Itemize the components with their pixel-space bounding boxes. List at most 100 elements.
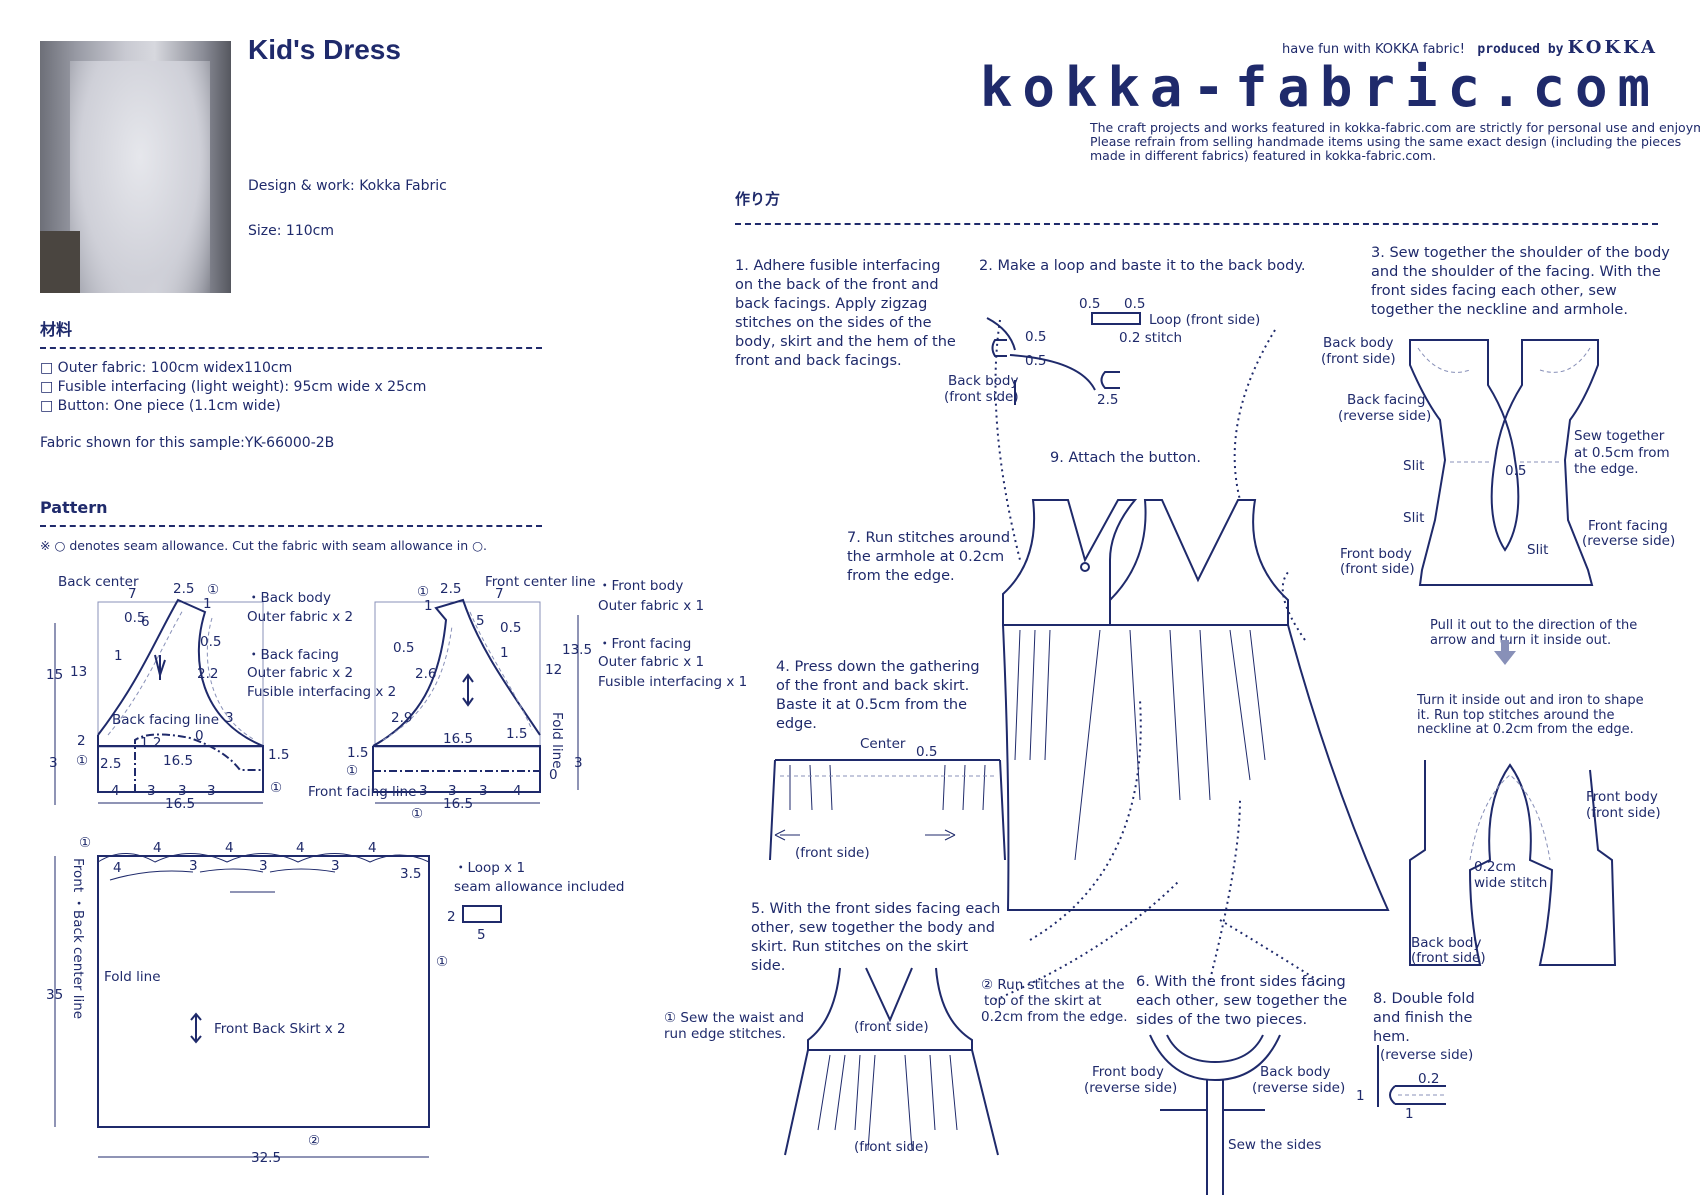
diagram-label: top of the skirt at: [984, 993, 1101, 1009]
diagram-label: Back body: [1323, 335, 1393, 351]
diagram-label: (front side): [854, 1139, 929, 1155]
diagram-label: 16.5: [443, 796, 473, 812]
diagram-label: (front side): [1321, 351, 1396, 367]
diagram-label: 12: [545, 662, 562, 678]
diagram-label: Loop (front side): [1149, 312, 1260, 328]
diagram-label: 3: [189, 858, 198, 874]
diagram-label: Fusible interfacing x 1: [598, 674, 747, 690]
diagram-label: 13: [70, 664, 87, 680]
diagram-label: 3: [331, 858, 340, 874]
diagram-label: 35: [46, 987, 63, 1003]
diagram-label: ①: [207, 582, 219, 598]
diagram-stroke: [97, 598, 264, 747]
diagram-label: (reverse side): [1252, 1080, 1345, 1096]
down-arrow-stem: [1501, 640, 1509, 652]
diagram-label: 0.2: [1418, 1071, 1439, 1087]
diagram-label: (front side): [1340, 561, 1415, 577]
diagram-label: 3.5: [400, 866, 421, 882]
diagram-label: 0.5: [1505, 463, 1526, 479]
diagram-stroke: [1100, 371, 1120, 389]
diagram-label: Back body: [1411, 935, 1481, 951]
diagram-label: ①: [270, 780, 282, 796]
fabric-sample: Fabric shown for this sample:YK-66000-2B: [40, 435, 335, 451]
diagram-label: Back body: [948, 373, 1018, 389]
diagram-label: 2: [77, 733, 86, 749]
diagram-label: 1.5: [268, 747, 289, 763]
diagram-label: Fold line: [104, 969, 161, 985]
materials-heading: 材料: [40, 320, 73, 339]
diagram-label: 2.9: [391, 710, 412, 726]
diagram-label: ①: [76, 753, 88, 769]
howto-heading: 作り方: [735, 190, 781, 208]
diagram-label: Slit: [1527, 542, 1548, 558]
step-5: 5. With the front sides facing each othe…: [751, 901, 1001, 974]
diagram-label: (front side): [795, 845, 870, 861]
diagram-label: 2.5: [440, 581, 461, 597]
diagram-label: 7: [128, 586, 137, 602]
diagram-label: 1: [1405, 1106, 1414, 1122]
diagram-label: 4: [153, 840, 162, 856]
diagram-label: ①: [79, 835, 91, 851]
diagram-label: (reverse side): [1582, 533, 1675, 549]
diagram-label: Fusible interfacing x 2: [247, 684, 396, 700]
diagram-label: 4: [368, 840, 377, 856]
diagram-label: 0.2 stitch: [1119, 330, 1182, 346]
diagram-stroke: [1160, 1080, 1265, 1195]
diagram-label: 1.5: [347, 745, 368, 761]
step8-diagram: (reverse side) 0.2 1 1: [1356, 1045, 1473, 1122]
diagram-stroke: [97, 853, 430, 863]
diagram-label: 2.5: [173, 581, 194, 597]
diagram-label: (front side): [1411, 950, 1486, 966]
diagram-stroke: [462, 905, 502, 923]
diagram-stroke: [1409, 760, 1617, 966]
diagram-label: Front facing: [1588, 518, 1668, 534]
diagram-label: 1: [203, 596, 212, 612]
diagram-label: Front Back Skirt x 2: [214, 1021, 346, 1037]
diagram-stroke: [1409, 339, 1599, 586]
step5-diagram: ① Sew the waist and run edge stitches. (…: [664, 967, 1128, 1156]
diagram-stroke: [382, 611, 533, 741]
material-item: □ Outer fabric: 100cm widex110cm: [40, 360, 293, 376]
diagram-stroke: [994, 319, 1326, 1001]
diagram-label: seam allowance included: [454, 879, 624, 895]
step-2: 2. Make a loop and baste it to the back …: [979, 258, 1306, 274]
diagram-label: Front body: [1092, 1064, 1164, 1080]
diagram-stroke: [1377, 1045, 1446, 1107]
diagram-label: 1: [114, 648, 123, 664]
diagram-stroke: [789, 764, 986, 811]
front-labels: ① 2.5 Front center line 7 1 5 0.5 1 0.5 …: [308, 574, 596, 822]
step6-diagram: Front body (reverse side) Back body (rev…: [1084, 1034, 1345, 1195]
diagram-label: 1.2: [140, 735, 161, 751]
diagram-label: Back body: [1260, 1064, 1330, 1080]
diagram-label: 0.5: [393, 640, 414, 656]
diagram-label: ①: [436, 954, 448, 970]
diagram-label: ・Back facing: [247, 647, 339, 663]
turn-inside-note: Turn it inside out and iron to shape it.…: [1417, 693, 1644, 737]
step-1: 1. Adhere fusible interfacing on the bac…: [735, 258, 956, 369]
diagram-label: ・Back body: [247, 590, 331, 606]
divider: [40, 347, 542, 349]
diagram-label: 2.5: [1097, 392, 1118, 408]
material-item: □ Button: One piece (1.1cm wide): [40, 398, 281, 414]
seam-note: ※ ○ denotes seam allowance. Cut the fabr…: [40, 538, 487, 553]
diagram-label: 3: [207, 783, 216, 799]
diagram-label: 3: [448, 783, 457, 799]
step-6: 6. With the front sides facing each othe…: [1136, 974, 1348, 1028]
step4-diagram: Center 0.5 (front side): [769, 736, 1006, 861]
diagram-label: 0.5: [200, 634, 221, 650]
diagram-stroke: [154, 654, 166, 680]
diagram-label: Fold line: [549, 712, 565, 769]
diagram-label: Sew the sides: [1228, 1137, 1321, 1153]
diagram-label: 2: [447, 909, 456, 925]
diagram-label: ②: [308, 1133, 320, 1149]
diagram-label: 4: [111, 783, 120, 799]
diagram-label: 3: [479, 783, 488, 799]
diagram-label: 1: [424, 598, 433, 614]
diagram-label: 32.5: [251, 1150, 281, 1166]
diagram-stroke: [372, 745, 541, 793]
diagram-label: 5: [477, 927, 486, 943]
disclaimer-line: made in different fabrics) featured in k…: [1090, 148, 1437, 163]
diagram-label: 4: [225, 840, 234, 856]
diagram-stroke: [986, 317, 1096, 405]
